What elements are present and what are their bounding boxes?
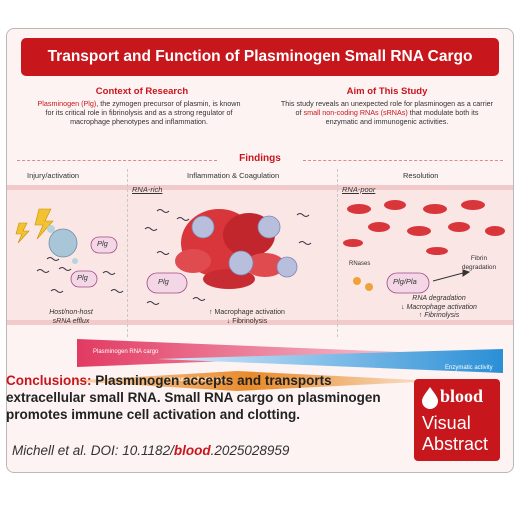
context-heading: Context of Research: [95, 86, 189, 97]
fibrin-label: Fibrin: [470, 255, 488, 262]
citation-journal: blood: [173, 443, 211, 458]
plg-label-2: Plg: [77, 273, 88, 282]
rna-rich-tag: RNA-rich: [132, 185, 163, 194]
context-text-line3: macrophage phenotypes and inflammation.: [70, 117, 208, 126]
inflammation-caption: ↑ Macrophage activation ↓ Fibrinolysis: [177, 309, 317, 326]
immune-gradient-label: Immune cell activation: [167, 377, 227, 383]
lightning-icon: [15, 208, 54, 244]
cargo-gradient-label: Plasminogen RNA cargo: [93, 349, 159, 355]
conclusions-line2: extracellular small RNA. Small RNA cargo…: [6, 390, 381, 405]
damaged-cell-icon: [47, 225, 78, 264]
resolution-caption: RNA degradation ↓ Macrophage activation …: [379, 295, 499, 321]
aim-heading: Aim of This Study: [346, 86, 428, 97]
rnases-label: RNases: [349, 261, 371, 267]
plg-protein-icon: [146, 272, 188, 294]
aim-text-line3: enzymatic and immunogenic activities.: [325, 117, 449, 126]
context-text-line2: for its critical role in fibrinolysis an…: [45, 108, 233, 117]
injury-caption-line2: sRNA efflux: [52, 317, 90, 325]
citation[interactable]: Michell et al. DOI: 10.1182/blood.202502…: [12, 443, 289, 458]
context-text: Plasminogen (Plg), the zymogen precursor…: [13, 99, 265, 126]
srna-strands-icon: [36, 257, 124, 293]
panel-label-resolution: Resolution: [403, 171, 439, 180]
fibrin-arrow-icon: [432, 269, 471, 282]
visual-abstract-frame: Transport and Function of Plasminogen Sm…: [6, 28, 514, 473]
context-text-line1: , the zymogen precursor of plasmin, is k…: [96, 99, 241, 108]
plg-pla-label: Plg/Pla: [393, 277, 417, 286]
srna-term: small non-coding RNAs (sRNAs): [303, 108, 408, 117]
logo-word-abstract: Abstract: [422, 434, 489, 454]
resolution-caption-line3: ↑ Fibrinolysis: [418, 312, 460, 319]
injury-caption-line1: Host/non-host: [49, 309, 93, 316]
blood-drop-icon: [422, 387, 438, 409]
resolution-caption-line2: ↓ Macrophage activation: [401, 303, 477, 311]
gradient-arrows: [67, 339, 503, 391]
plg-protein-icon: [386, 272, 430, 294]
plg-protein-icon: [70, 236, 118, 288]
citation-post: .2025028959: [210, 443, 290, 458]
plg-label-3: Plg: [158, 277, 169, 286]
aim-text-line2-pre: of: [295, 108, 304, 117]
logo-word-visual: Visual: [422, 413, 471, 433]
rnase-icon: [353, 277, 373, 291]
panel-divider-2: [337, 169, 338, 337]
citation-pre: Michell et al. DOI: 10.1182/: [12, 443, 174, 458]
rna-poor-tag: RNA-poor: [342, 185, 376, 194]
immune-gradient-arrow: [67, 371, 437, 391]
panel-label-injury: Injury/activation: [27, 171, 80, 180]
blood-visual-abstract-logo: blood Visual Abstract: [414, 379, 500, 461]
conclusions-line3: promotes immune cell activation and clot…: [6, 407, 301, 422]
findings-divider-left: [17, 160, 217, 161]
macrophage-icon: [191, 215, 298, 278]
findings-illustration: [7, 185, 513, 325]
enzymatic-gradient-arrow: [157, 349, 503, 373]
aim-text: This study reveals an unexpected role fo…: [263, 99, 511, 126]
findings-heading: Findings: [239, 153, 281, 164]
plasminogen-term: Plasminogen (Plg): [37, 99, 97, 108]
inflammation-caption-line1: ↑ Macrophage activation: [209, 309, 285, 316]
panel-label-inflammation: Inflammation & Coagulation: [187, 171, 280, 180]
cargo-gradient-arrow: [77, 339, 427, 367]
injury-caption: Host/non-host sRNA efflux: [21, 309, 121, 326]
degradation-label: degradation: [461, 263, 497, 271]
red-blood-cell-icon: [343, 200, 505, 255]
conclusions-text: Conclusions: Plasminogen accepts and tra…: [6, 372, 406, 423]
fibrin-degradation-label: Fibrin degradation: [451, 255, 507, 272]
plg-label-1: Plg: [97, 239, 108, 248]
aim-text-line2-post: that modulate both its: [407, 108, 479, 117]
conclusions-label: Conclusions:: [6, 373, 92, 388]
resolution-caption-line1: RNA degradation: [412, 295, 466, 302]
srna-strands-icon: [144, 209, 312, 305]
logo-word-blood: blood: [440, 386, 484, 406]
page-title: Transport and Function of Plasminogen Sm…: [21, 38, 499, 76]
findings-divider-right: [303, 160, 503, 161]
conclusions-line1: Plasminogen accepts and transports: [91, 373, 332, 388]
inflammation-caption-line2: ↓ Fibrinolysis: [226, 317, 268, 325]
enzymatic-gradient-label: Enzymatic activity: [445, 365, 493, 371]
aim-text-line1: This study reveals an unexpected role fo…: [280, 99, 494, 108]
panel-divider-1: [127, 169, 128, 337]
